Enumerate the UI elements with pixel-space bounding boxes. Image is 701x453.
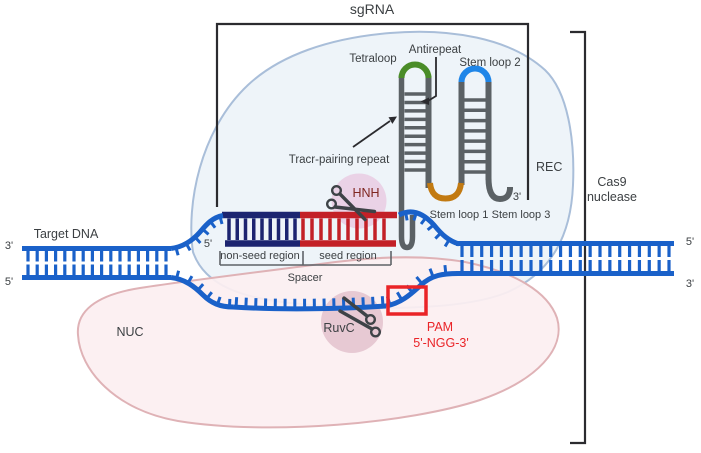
left-5-prime-label: 5' bbox=[5, 276, 13, 288]
tracr-pairing-repeat-label: Tracr-pairing repeat bbox=[289, 154, 390, 166]
tetraloop-label: Tetraloop bbox=[349, 53, 396, 65]
sgrna-scaffold bbox=[398, 76, 513, 251]
hybrid-duplex bbox=[222, 211, 397, 247]
left-duplex-rungs bbox=[26, 251, 168, 275]
sgrna-3-prime-label: 3' bbox=[513, 191, 521, 203]
antirepeat-label: Antirepeat bbox=[409, 44, 462, 56]
sgrna-title: sgRNA bbox=[350, 1, 395, 17]
target-dna-label: Target DNA bbox=[34, 227, 99, 241]
stem2-rungs bbox=[464, 98, 486, 174]
pam-label: PAM bbox=[427, 320, 453, 334]
repeat-stem-rungs bbox=[404, 92, 426, 172]
seed-region-label: seed region bbox=[319, 250, 377, 262]
bubble-top-curve bbox=[170, 213, 224, 251]
pam-closing-curve bbox=[385, 271, 459, 309]
left-dna-duplex bbox=[22, 209, 674, 312]
sgrna-bracket bbox=[215, 22, 530, 207]
spacer-label: Spacer bbox=[288, 272, 323, 284]
non-seed-rungs bbox=[227, 218, 297, 240]
non-seed-region-label: non-seed region bbox=[220, 250, 300, 262]
spacer-5-prime-label: 5' bbox=[204, 238, 212, 250]
hnh-label: HNH bbox=[352, 186, 379, 200]
tracr-pairing-arrow bbox=[352, 116, 397, 148]
stem-loop-3-label: Stem loop 3 bbox=[492, 209, 551, 221]
right-3-prime-label: 3' bbox=[686, 278, 694, 290]
ruvc-scissors-icon bbox=[338, 296, 382, 338]
ruvc-label: RuvC bbox=[323, 321, 354, 335]
stem-loop-2-cap bbox=[458, 65, 492, 83]
pam-box bbox=[386, 285, 428, 316]
nuc-lobe bbox=[76, 256, 560, 429]
hnh-scissors-icon bbox=[326, 184, 377, 222]
nuc-label: NUC bbox=[116, 325, 143, 339]
stem-loop-1-cap bbox=[427, 182, 464, 202]
rec-label: REC bbox=[536, 160, 562, 174]
tetraloop-cap bbox=[398, 61, 432, 79]
region-bracket bbox=[219, 251, 392, 266]
stem-loop-2-label: Stem loop 2 bbox=[459, 57, 520, 69]
stem-loop-1-label: Stem loop 1 bbox=[430, 209, 489, 221]
cas9-label-line2: nuclease bbox=[587, 190, 637, 204]
left-3-prime-label: 3' bbox=[5, 240, 13, 252]
spacer-connector bbox=[398, 76, 416, 251]
cas9-label-line1: Cas9 bbox=[597, 175, 626, 189]
antirepeat-arrow bbox=[420, 57, 437, 105]
right-5-prime-label: 5' bbox=[686, 236, 694, 248]
cas9-bracket bbox=[570, 30, 587, 445]
right-duplex-rungs bbox=[460, 246, 671, 271]
displaced-strand bbox=[232, 303, 387, 312]
target-strand-curve bbox=[397, 209, 460, 247]
bubble-bottom-curve bbox=[170, 275, 234, 310]
seed-rungs bbox=[301, 218, 386, 240]
pam-sequence-label: 5'-NGG-3' bbox=[413, 336, 468, 350]
stem-loop-3-curve bbox=[485, 177, 513, 203]
